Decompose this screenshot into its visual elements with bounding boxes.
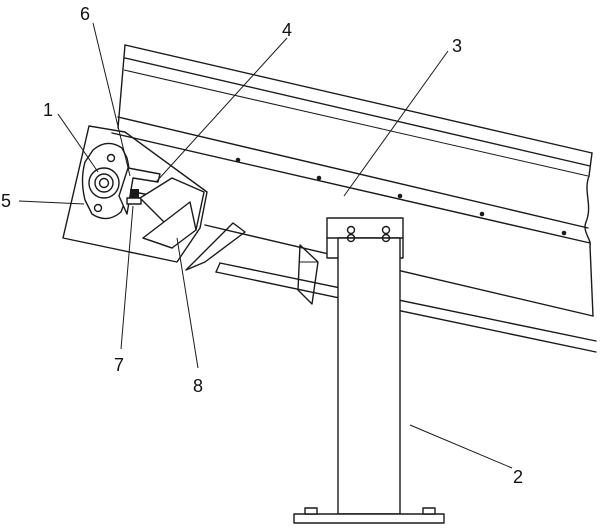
leg-bolt	[381, 233, 391, 243]
label-4: 4	[282, 20, 292, 40]
trough-rim-line	[123, 69, 589, 177]
leg-post	[337, 237, 401, 515]
label-6: 6	[80, 4, 90, 24]
leader-lines	[18, 22, 513, 469]
end-housing-outline	[62, 125, 208, 263]
leg-bolt	[381, 225, 391, 235]
rivet	[316, 175, 322, 181]
trough-top-edge	[124, 44, 593, 154]
leader-3	[343, 50, 449, 197]
bearing-assembly	[81, 142, 131, 220]
bearing-bolt	[93, 203, 103, 213]
rivet	[235, 157, 241, 163]
shaft-outer	[94, 173, 114, 193]
base-bolt	[422, 507, 436, 515]
trough-left-edge	[117, 44, 126, 129]
leg-bolt	[346, 233, 356, 243]
wedge-bottom	[142, 237, 173, 249]
label-8: 8	[193, 376, 203, 396]
bearing-housing	[88, 167, 120, 199]
rivet	[561, 230, 567, 236]
leader-2	[409, 424, 513, 469]
shaft-inner	[98, 177, 110, 189]
support-leg	[293, 217, 445, 524]
trough-top-inner-edge	[124, 57, 591, 167]
leader-7	[120, 205, 134, 350]
label-3: 3	[452, 36, 462, 56]
rail-end	[215, 262, 221, 273]
end-housing	[62, 125, 208, 263]
trough-break-line	[584, 175, 591, 247]
label-5: 5	[1, 191, 11, 211]
rivet	[397, 193, 403, 199]
adjust-plate	[118, 167, 161, 215]
leader-4	[155, 37, 288, 183]
label-1: 1	[43, 100, 53, 120]
leader-5	[18, 200, 85, 205]
conveyor-trough	[111, 44, 594, 317]
bearing-bolt	[106, 153, 116, 163]
adjust-bolt	[130, 189, 139, 200]
leader-8	[176, 237, 199, 369]
leader-1	[57, 113, 99, 173]
trough-side-lower	[111, 132, 591, 244]
base-bolt	[304, 507, 318, 515]
trough-side-upper	[117, 116, 589, 229]
base-plate	[293, 513, 445, 524]
under-rail	[185, 222, 597, 353]
part-labels: 1 2 3 4 5 6 7 8	[1, 4, 523, 487]
trough-right-lower	[589, 245, 594, 317]
hanging-plate	[297, 244, 319, 305]
label-7: 7	[114, 355, 124, 375]
label-2: 2	[513, 467, 523, 487]
bolt-nut	[126, 197, 142, 205]
rivet	[479, 211, 485, 217]
rail-lower-edge	[215, 271, 597, 353]
rail-upper-edge	[219, 262, 597, 342]
leader-6	[92, 22, 131, 177]
trough-right-top	[588, 152, 593, 177]
leg-bolt	[346, 225, 356, 235]
diagonal-brace	[185, 222, 246, 271]
wedge-block	[139, 177, 205, 249]
